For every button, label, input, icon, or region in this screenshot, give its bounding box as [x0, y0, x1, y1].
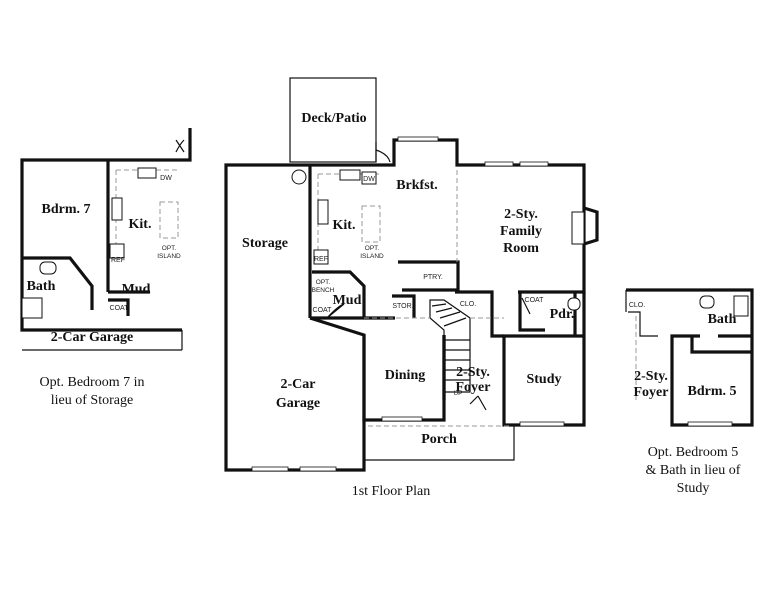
- dining-label: Dining: [385, 368, 425, 383]
- right-foyer-label-1: 2-Sty.: [634, 369, 668, 384]
- deck-patio-label: Deck/Patio: [301, 111, 366, 126]
- left-bath-label: Bath: [27, 279, 56, 294]
- left-opt-island-label-1: OPT.: [162, 245, 177, 252]
- family-room-label-3: Room: [503, 241, 539, 256]
- right-bdrm5-label: Bdrm. 5: [688, 384, 737, 399]
- right-caption-line-1: Opt. Bedroom 5: [648, 445, 739, 460]
- left-kit-label: Kit.: [129, 217, 152, 232]
- stor-label: STOR.: [392, 303, 413, 310]
- left-garage-label: 2-Car Garage: [51, 330, 134, 345]
- left-caption-line-1: Opt. Bedroom 7 in: [40, 375, 145, 390]
- left-mud-label: Mud: [122, 282, 151, 297]
- opt-island-label-1: OPT.: [365, 245, 380, 252]
- left-opt-island-label-2: ISLAND: [157, 253, 181, 260]
- left-coat-label: COAT: [110, 305, 130, 312]
- ref-label: REF: [314, 256, 328, 263]
- right-plan-walls: [625, 288, 754, 427]
- left-ref-label: REF: [111, 257, 125, 264]
- main-plan-caption: 1st Floor Plan: [352, 484, 431, 499]
- dw-label: DW: [363, 176, 375, 183]
- study-label: Study: [526, 372, 561, 387]
- family-room-label-1: 2-Sty.: [504, 207, 538, 222]
- garage-label-2: Garage: [276, 396, 320, 411]
- mud-label: Mud: [333, 293, 362, 308]
- right-caption-line-3: Study: [677, 481, 710, 496]
- storage-label: Storage: [242, 236, 288, 251]
- left-bdrm7-label: Bdrm. 7: [42, 202, 91, 217]
- left-plan-walls: [20, 128, 192, 351]
- coat-label: COAT: [313, 307, 333, 314]
- right-caption-line-2: & Bath in lieu of: [646, 463, 741, 478]
- up-label: UP: [453, 390, 462, 397]
- foyer-label-1: 2-Sty.: [456, 365, 490, 380]
- left-dw-label: DW: [160, 175, 172, 182]
- main-plan-labels: Deck/Patio Brkfst. Kit. 2-Sty. Family Ro…: [242, 111, 574, 499]
- foyer-label-2: Foyer: [456, 380, 491, 395]
- porch-label: Porch: [421, 432, 457, 447]
- right-plan-labels: CLO. Bath 2-Sty. Foyer Bdrm. 5 Opt. Bedr…: [629, 302, 741, 496]
- clo-label: CLO.: [460, 301, 476, 308]
- garage-label-1: 2-Car: [281, 377, 316, 392]
- closet-coat-label: COAT: [525, 297, 545, 304]
- opt-island-label-2: ISLAND: [360, 253, 384, 260]
- main-plan-walls: [224, 77, 599, 472]
- left-caption-line-2: lieu of Storage: [51, 393, 133, 408]
- ptry-label: PTRY.: [423, 274, 443, 281]
- brkfst-label: Brkfst.: [396, 178, 438, 193]
- right-foyer-label-2: Foyer: [634, 385, 669, 400]
- opt-bench-label-2: BENCH: [312, 287, 335, 294]
- pdr-label: Pdr.: [550, 307, 575, 322]
- opt-bench-label-1: OPT.: [316, 279, 331, 286]
- family-room-label-2: Family: [500, 224, 542, 239]
- right-clo-label: CLO.: [629, 302, 645, 309]
- left-plan-labels: Bdrm. 7 Kit. REF OPT. ISLAND DW Bath Mud…: [27, 175, 181, 408]
- kit-label: Kit.: [333, 218, 356, 233]
- right-bath-label: Bath: [708, 312, 737, 327]
